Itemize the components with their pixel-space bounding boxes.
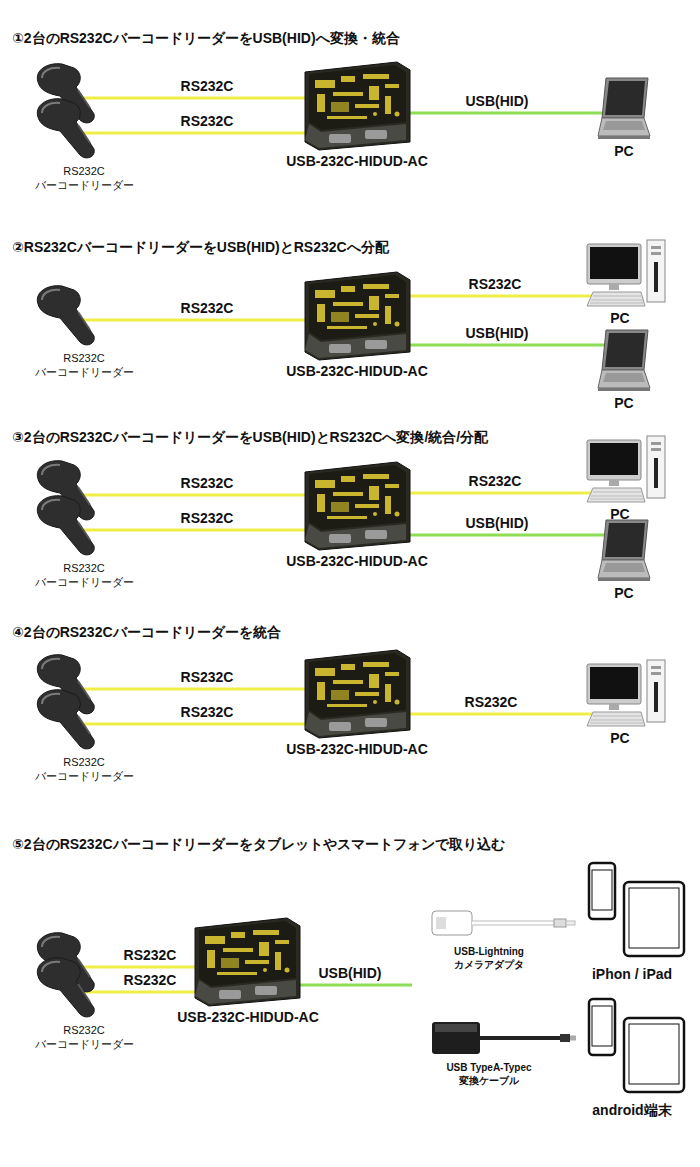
adapter-icon [432, 911, 575, 935]
signal-label: RS232C [124, 947, 177, 964]
signal-label: RS232C [181, 300, 234, 317]
signal-label: RS232C [181, 113, 234, 130]
node-caption: PC [609, 730, 631, 748]
barcode-reader-node: RS232C バーコードリーダー [30, 97, 139, 193]
desktop-icon [587, 660, 665, 726]
converter-icon [305, 462, 410, 550]
rs232c-wire [72, 97, 320, 100]
cable-line [429, 492, 585, 495]
laptop-icon [598, 330, 650, 391]
node-caption: USB-Lightning カメラアダプタ [434, 946, 544, 971]
barcode-reader-icon [37, 496, 94, 555]
desktop-icon [587, 240, 665, 306]
signal-label: RS232C [469, 276, 522, 293]
usb-wire [285, 984, 412, 987]
node-caption: PC [613, 585, 635, 603]
section-heading: ②RS232CバーコードリーダーをUSB(HID)とRS232Cへ分配 [12, 239, 389, 256]
node-caption: USB-232C-HIDUD-AC [285, 363, 429, 381]
signal-label: RS232C [181, 704, 234, 721]
node-caption: USB TypeA-Typec 変換ケーブル [429, 1062, 549, 1087]
barcode-reader-icon [37, 286, 94, 345]
signal-label: RS232C [181, 510, 234, 527]
section-heading: ③2台のRS232CバーコードリーダーをUSB(HID)とRS232Cへ変換/統… [12, 429, 488, 446]
pc-node: PC [585, 660, 667, 748]
node-caption: RS232C バーコードリーダー [31, 1024, 137, 1052]
cable-line [139, 132, 285, 135]
signal-label: RS232C [181, 78, 234, 95]
cable-line [429, 344, 598, 347]
barcode-reader-icon [37, 99, 94, 158]
converter-icon [305, 62, 410, 150]
converter-node: USB-232C-HIDUD-AC [176, 918, 320, 1027]
node-caption: RS232C バーコードリーダー [31, 165, 137, 193]
converter-node: USB-232C-HIDUD-AC [285, 272, 429, 381]
signal-label: RS232C [124, 972, 177, 989]
node-caption: android端末 [591, 1102, 673, 1120]
rs232c-wire [72, 688, 320, 691]
barcode-reader-node: RS232C バーコードリーダー [30, 688, 139, 784]
node-caption: USB-232C-HIDUD-AC [285, 153, 429, 171]
signal-label: RS232C [181, 669, 234, 686]
pc-node: PC [585, 240, 667, 328]
cable-line [429, 112, 598, 115]
device-node: android端末 [588, 998, 686, 1120]
barcode-reader-node: RS232C バーコードリーダー [30, 494, 139, 590]
pc-node: PC [598, 520, 650, 603]
laptop-icon [598, 78, 650, 139]
cable-line [429, 713, 585, 716]
barcode-reader-node: RS232C バーコードリーダー [30, 956, 139, 1052]
signal-label: USB(HID) [466, 93, 529, 110]
converter-icon [195, 918, 300, 1006]
converter-node: USB-232C-HIDUD-AC [285, 62, 429, 171]
tablet-phone-icon [589, 999, 684, 1092]
adapter-node: USB-Lightning カメラアダプタ [432, 908, 577, 971]
signal-label: USB(HID) [466, 515, 529, 532]
node-caption: USB-232C-HIDUD-AC [285, 553, 429, 571]
device-node: iPhon / iPad [588, 862, 686, 984]
signal-label: RS232C [465, 694, 518, 711]
section-heading: ①2台のRS232CバーコードリーダーをUSB(HID)へ変換・統合 [12, 30, 400, 47]
node-caption: PC [609, 506, 631, 524]
rs232c-wire [72, 494, 320, 497]
cable-line [139, 529, 285, 532]
node-caption: USB-232C-HIDUD-AC [285, 741, 429, 759]
signal-label: USB(HID) [466, 325, 529, 342]
rs232c-wire [72, 966, 210, 969]
cable-line [429, 534, 598, 537]
node-caption: PC [613, 143, 635, 161]
pc-node: PC [585, 436, 667, 524]
cable-line [139, 991, 176, 994]
converter-node: USB-232C-HIDUD-AC [285, 462, 429, 571]
tablet-phone-icon [589, 863, 684, 956]
barcode-reader-icon [37, 690, 94, 749]
cable-line [139, 723, 285, 726]
pc-node: PC [598, 330, 650, 413]
cable-icon [432, 1022, 576, 1054]
barcode-reader-icon [37, 958, 94, 1017]
cable-line [429, 295, 585, 298]
cable-node: USB TypeA-Typec 変換ケーブル [429, 1018, 577, 1087]
converter-icon [305, 272, 410, 360]
node-caption: iPhon / iPad [591, 966, 674, 984]
desktop-icon [587, 436, 665, 502]
node-caption: RS232C バーコードリーダー [31, 352, 137, 380]
node-caption: USB-232C-HIDUD-AC [176, 1009, 320, 1027]
node-caption: PC [613, 395, 635, 413]
converter-node: USB-232C-HIDUD-AC [285, 650, 429, 759]
pc-node: PC [598, 78, 650, 161]
converter-icon [305, 650, 410, 738]
section-heading: ④2台のRS232Cバーコードリーダーを統合 [12, 624, 281, 641]
cable-line [139, 319, 285, 322]
node-caption: PC [609, 310, 631, 328]
section-heading: ⑤2台のRS232Cバーコードリーダーをタブレットやスマートフォンで取り込む [12, 836, 505, 853]
signal-label: RS232C [469, 473, 522, 490]
node-caption: RS232C バーコードリーダー [31, 562, 137, 590]
signal-label: RS232C [181, 475, 234, 492]
node-caption: RS232C バーコードリーダー [31, 756, 137, 784]
laptop-icon [598, 520, 650, 581]
barcode-reader-node: RS232C バーコードリーダー [30, 284, 139, 380]
signal-label: USB(HID) [319, 965, 382, 982]
